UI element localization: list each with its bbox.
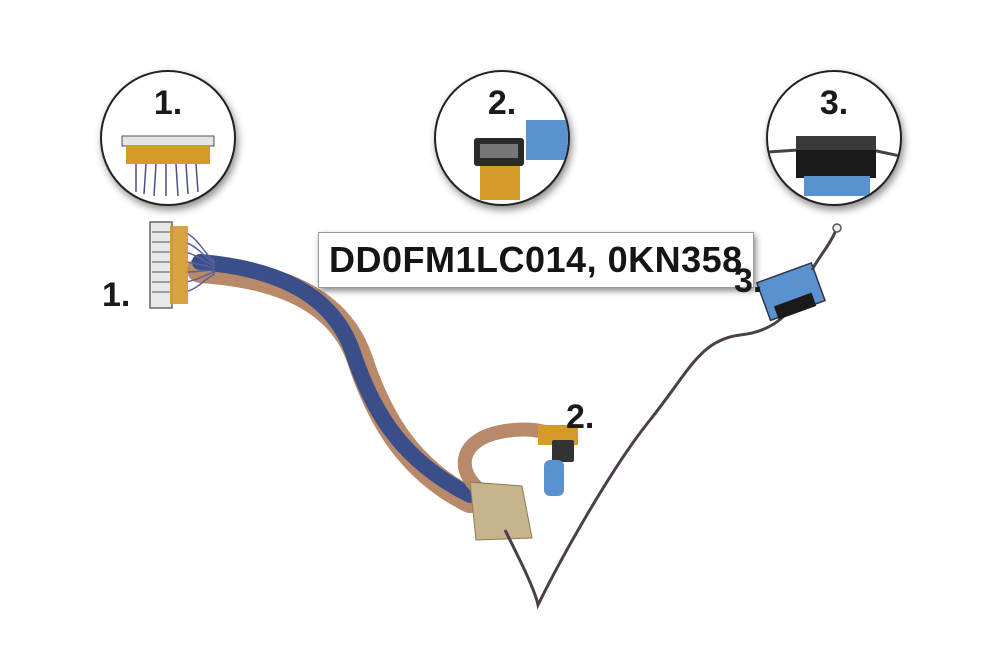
connector-1: [149, 221, 188, 309]
callout-label-1: 1.: [102, 276, 131, 314]
zoom-label-1: 1.: [153, 84, 183, 122]
zoom-2-image: [474, 120, 568, 200]
connector-2: [538, 425, 578, 496]
ground-lug: [832, 223, 842, 233]
tape-block: [469, 481, 533, 541]
connector-3: [755, 261, 826, 322]
callout-label-3: 3.: [734, 262, 763, 300]
callout-label-2: 2.: [566, 398, 595, 436]
blue-cable-layer: [192, 254, 478, 503]
ground-wire: [810, 229, 838, 271]
zoom-3-image: [768, 136, 900, 196]
fanout-wires: [184, 231, 216, 293]
thin-cable: [503, 313, 787, 610]
zoom-detail-3: 3.: [766, 70, 902, 206]
zoom-detail-2: 2.: [434, 70, 570, 206]
zoom-label-2: 2.: [487, 84, 517, 122]
zoom-1-image: [121, 135, 215, 197]
part-number-title: DD0FM1LC014, 0KN358: [318, 232, 754, 288]
zoom-label-3: 3.: [819, 84, 849, 122]
zoom-detail-1: 1.: [100, 70, 236, 206]
